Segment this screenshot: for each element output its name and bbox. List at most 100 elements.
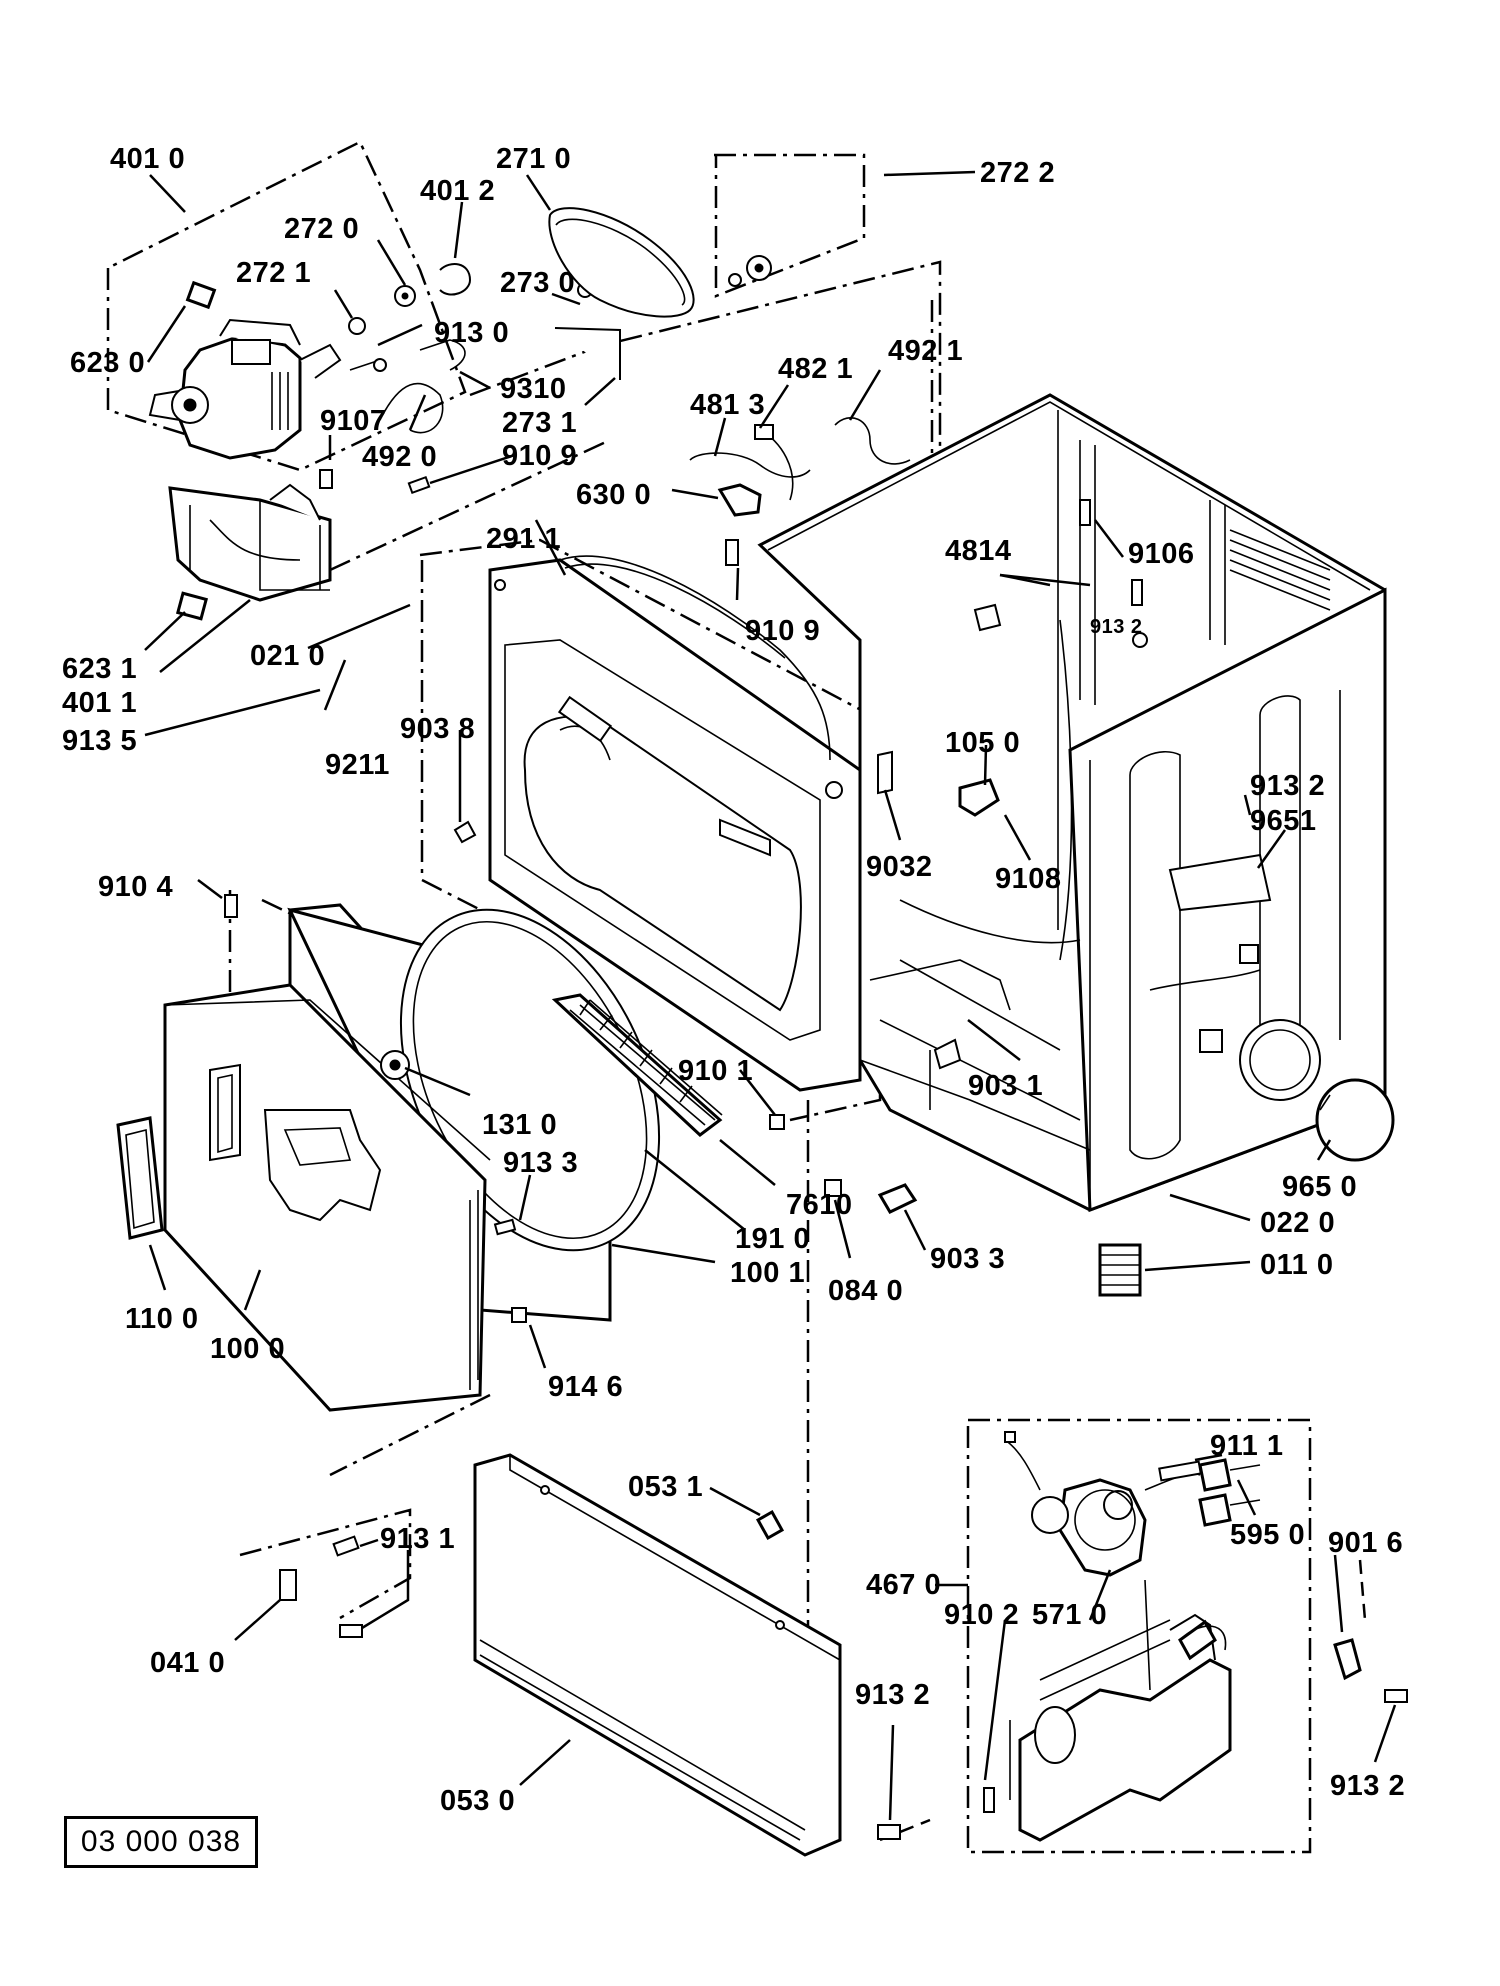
hinge-group-boundary (239, 1508, 412, 1620)
callout-131-0: 131 0 (482, 1109, 557, 1141)
washer-272-1 (348, 317, 366, 335)
callout-913-0: 913 0 (434, 317, 509, 349)
callout-084-0: 084 0 (828, 1275, 903, 1307)
screw-910-9 (725, 539, 739, 566)
clip-903-8 (453, 820, 477, 844)
callout-9211: 9211 (325, 749, 390, 781)
callout-021-0: 021 0 (250, 640, 325, 672)
callout-910-2: 910 2 (944, 1599, 1019, 1631)
callout-914-6: 914 6 (548, 1371, 623, 1403)
callout-910-1: 910 1 (678, 1055, 753, 1087)
harness-492-0 (379, 382, 444, 434)
callout-913-2-b: 913 2 (1250, 770, 1325, 802)
callout-467-0: 467 0 (866, 1569, 941, 1601)
callout-022-0: 022 0 (1260, 1207, 1335, 1239)
callout-110-0: 110 0 (125, 1303, 198, 1335)
callout-9107: 9107 (320, 405, 387, 437)
screw-910-4 (224, 894, 238, 918)
drive-belt (548, 207, 695, 318)
callout-9651: 9651 (1250, 805, 1317, 837)
callout-053-1: 053 1 (628, 1471, 703, 1503)
burner-tube (1018, 1658, 1232, 1842)
connector-482-1 (754, 424, 774, 440)
callout-901-6: 901 6 (1328, 1527, 1403, 1559)
screw-910-9-upper (319, 469, 333, 489)
clip-914-6 (511, 1307, 527, 1323)
gas-valve-assembly (877, 1431, 1408, 1842)
clip-053-1 (755, 1509, 785, 1541)
hinge-041-0 (279, 1569, 297, 1601)
gasket-291-1 (559, 555, 831, 761)
drive-motor (148, 318, 342, 460)
callout-913-2-c: 913 2 (855, 1679, 930, 1711)
switch-623-0 (185, 280, 217, 310)
callout-9108: 9108 (995, 863, 1062, 895)
callout-913-2-a: 913 2 (1090, 616, 1143, 638)
callout-401-0: 401 0 (110, 143, 185, 175)
callout-9106: 9106 (1128, 538, 1195, 570)
motor-to-cabinet-line (469, 260, 942, 578)
callout-041-0: 041 0 (150, 1647, 225, 1679)
screw-911-1 (1158, 1460, 1202, 1482)
grommet-084-0 (824, 1179, 842, 1197)
callout-100-0: 100 0 (210, 1333, 285, 1365)
coil-595-0 (1198, 1458, 1232, 1492)
bracket-901-6 (1333, 1638, 1362, 1681)
callout-910-9-a: 910 9 (502, 440, 577, 472)
screw-910-1 (769, 1114, 785, 1130)
callout-273-0: 273 0 (500, 267, 575, 299)
callout-492-0: 492 0 (362, 441, 437, 473)
door-hinge (279, 1535, 363, 1638)
callout-910-9-b: 910 9 (745, 615, 820, 647)
callout-191-0: 191 0 (735, 1223, 810, 1255)
callout-595-0: 595 0 (1230, 1519, 1305, 1551)
toe-panel (473, 1453, 842, 1857)
callout-100-1: 100 1 (730, 1257, 805, 1289)
callout-011-0: 011 0 (1260, 1249, 1333, 1281)
bracket-phantom (1358, 1559, 1367, 1621)
screw-913-2-right (1384, 1689, 1408, 1703)
motor-mount (168, 483, 332, 602)
screw-9106 (1079, 499, 1091, 526)
callout-9032: 9032 (866, 851, 933, 883)
callout-labels: 401 0 271 0 401 2 272 2 272 0 272 1 273 … (62, 143, 1405, 1817)
misc-clips (824, 1179, 918, 1214)
callout-291-1: 291 1 (486, 523, 561, 555)
harness-481-3 (689, 452, 811, 478)
callout-571-0: 571 0 (1032, 1599, 1107, 1631)
connector-box (1199, 1029, 1223, 1053)
callout-401-2: 401 2 (420, 175, 495, 207)
callout-910-4: 910 4 (98, 871, 173, 903)
callout-401-1: 401 1 (62, 687, 137, 719)
screw-913-2-top (1131, 579, 1143, 606)
callout-913-1: 913 1 (380, 1523, 455, 1555)
document-number-box: 03 000 038 (64, 1816, 258, 1868)
callout-623-1: 623 1 (62, 653, 137, 685)
screw-913-1-a (332, 1535, 360, 1557)
callout-482-1: 482 1 (778, 353, 853, 385)
callout-623-0: 623 0 (70, 347, 145, 379)
front-panel (453, 555, 893, 1092)
spring-401-2 (439, 263, 472, 296)
clip-903-3 (877, 1183, 918, 1214)
document-number: 03 000 038 (80, 1825, 242, 1858)
callout-272-2: 272 2 (980, 157, 1055, 189)
valve-body-571-0 (1058, 1478, 1147, 1577)
callout-272-0: 272 0 (284, 213, 359, 245)
callout-903-1: 903 1 (968, 1070, 1043, 1102)
harness-492-1 (834, 417, 911, 465)
callout-7610: 7610 (786, 1189, 853, 1221)
door-assembly (116, 894, 785, 1412)
callout-903-3: 903 3 (930, 1243, 1005, 1275)
callout-4814: 4814 (945, 535, 1012, 567)
callout-273-1: 273 1 (502, 407, 577, 439)
callout-911-1: 911 1 (1210, 1430, 1283, 1462)
panel-boundary-left (420, 560, 521, 932)
leveling-foot (1098, 1243, 1142, 1297)
screw-913-2-bottom (877, 1824, 901, 1840)
bracket-phantom-line (329, 438, 611, 572)
screw-910-2 (983, 1787, 995, 1813)
dryer-cabinet (757, 393, 1387, 1213)
